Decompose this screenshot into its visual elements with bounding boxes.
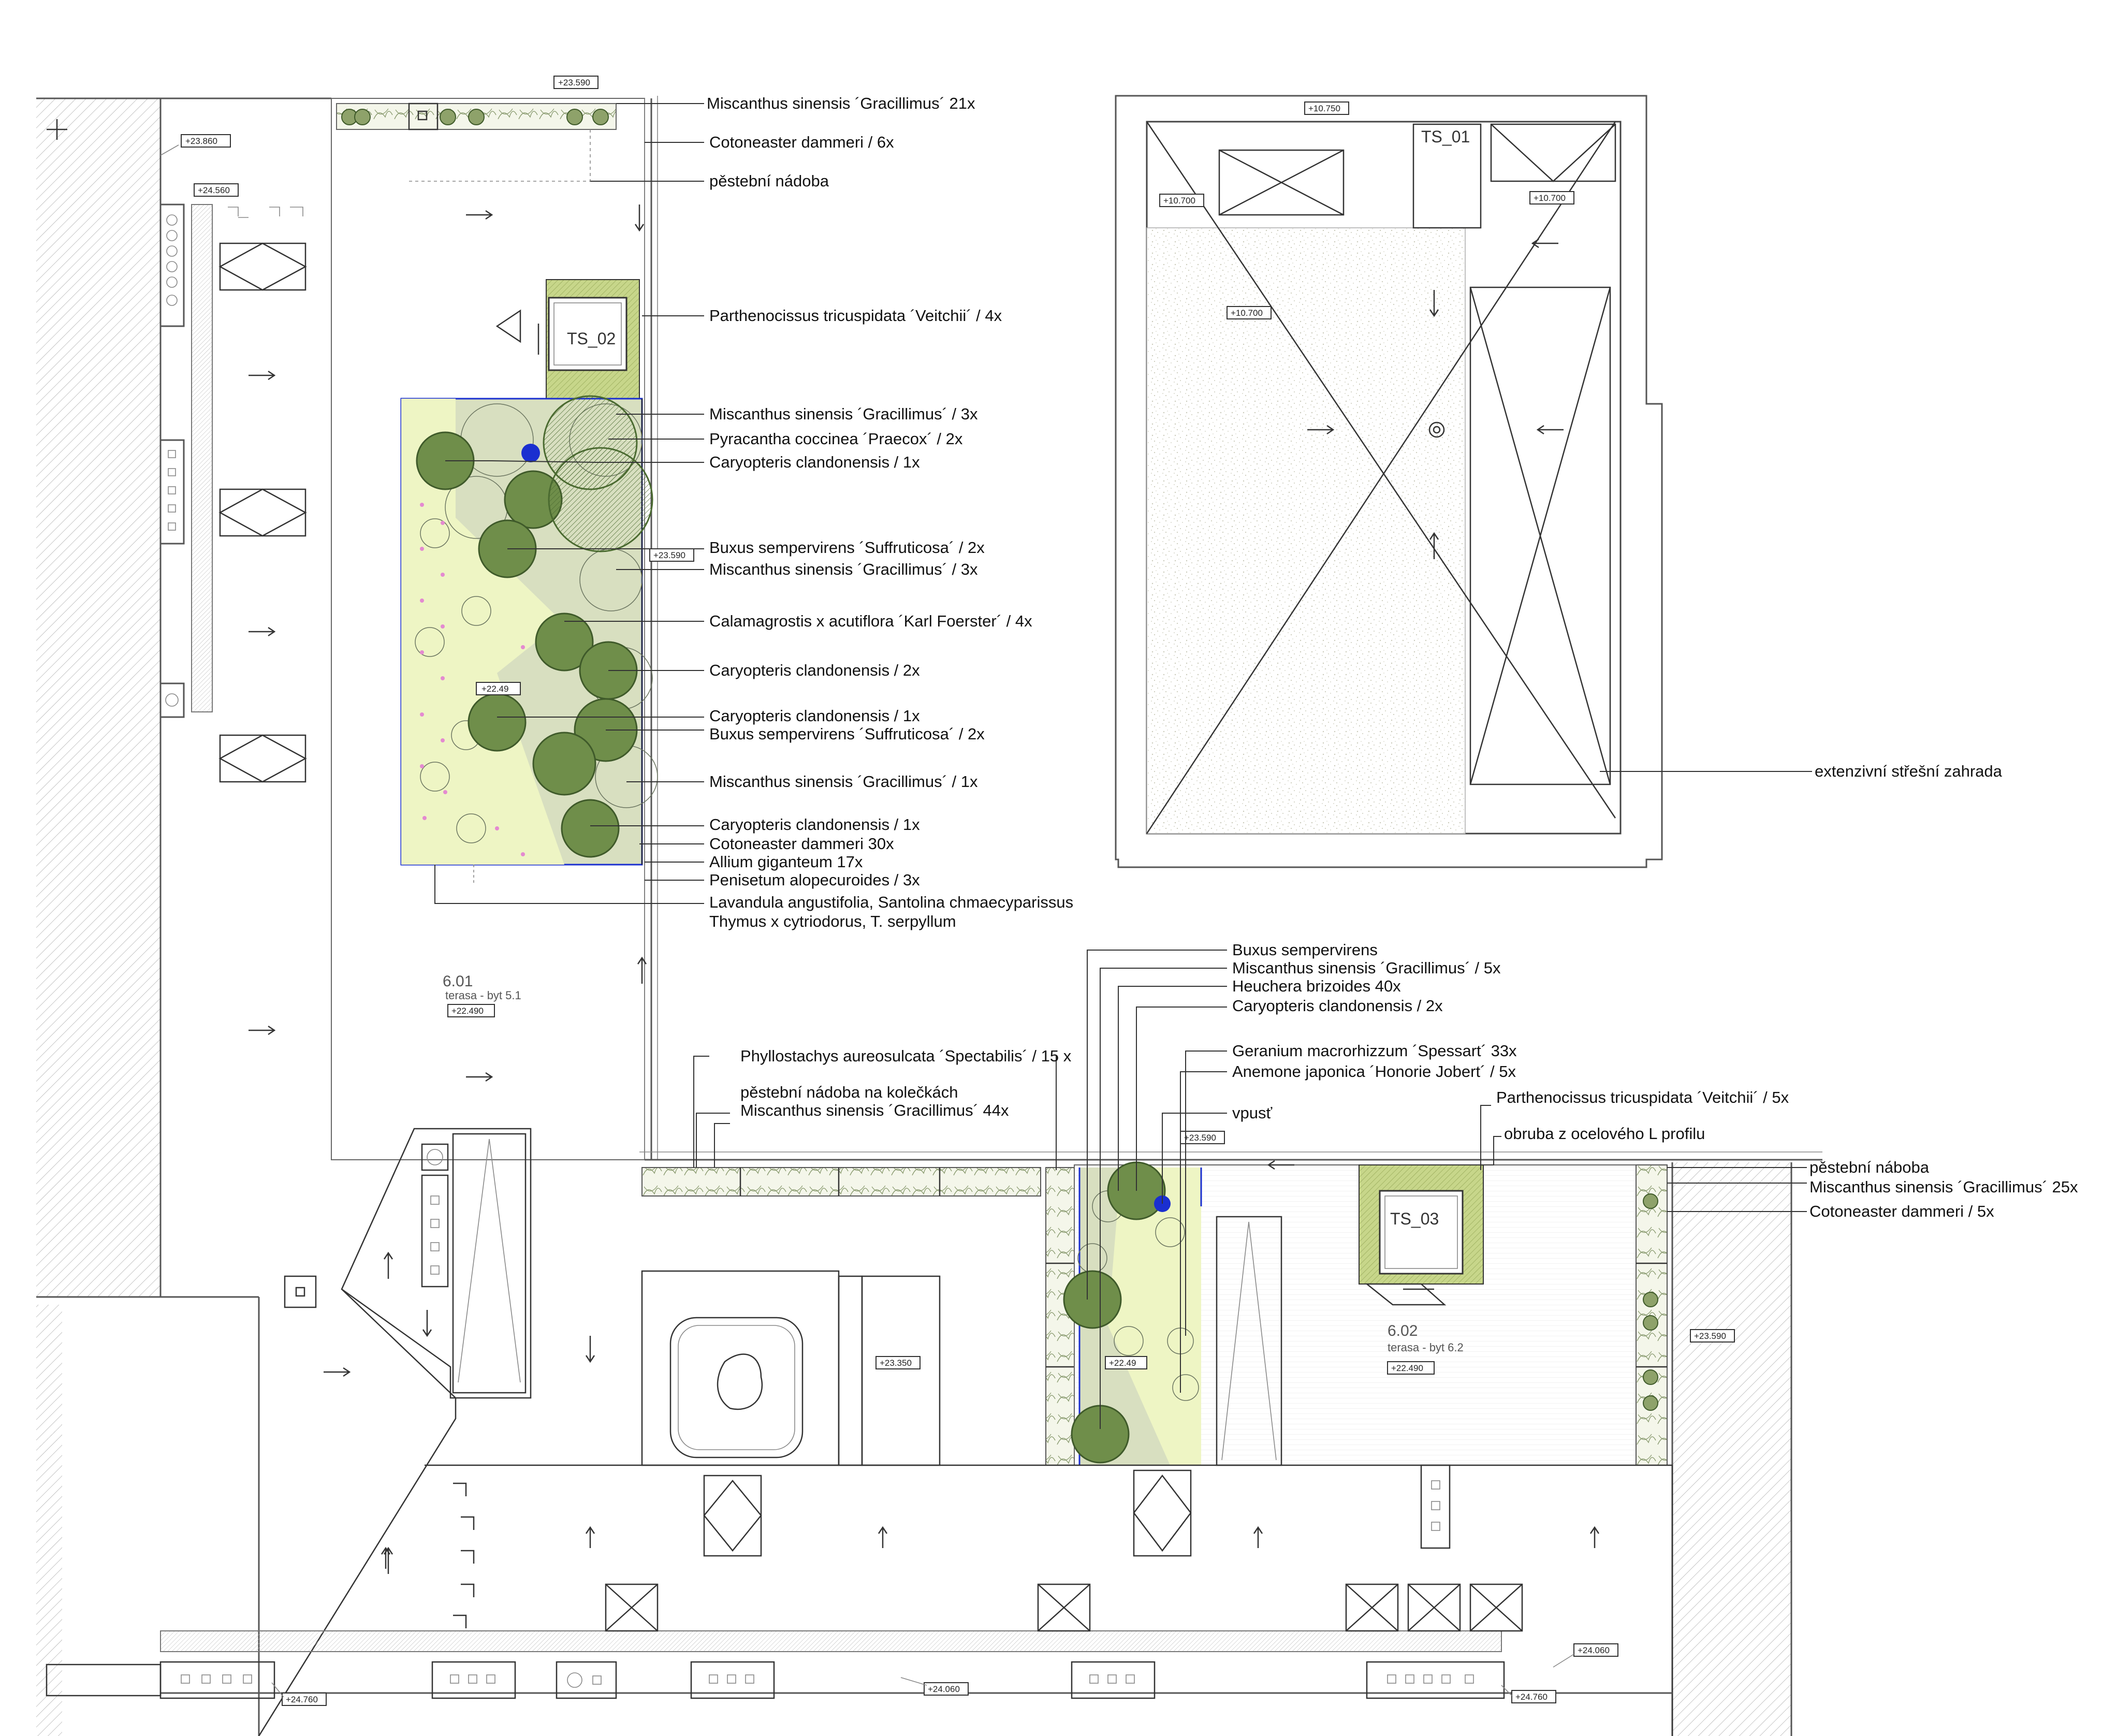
level-tag: +22.49 [1109, 1358, 1136, 1368]
plant-label: Phyllostachys aureosulcata ´Spectabilis´… [740, 1047, 1072, 1065]
level-tag: +10.700 [1163, 196, 1195, 206]
level-tag: +23.350 [880, 1358, 912, 1368]
plant-label: Miscanthus sinensis ´Gracillimus´ / 1x [709, 772, 978, 791]
plant-label: pěstební nádoba [709, 172, 829, 190]
plant-label: Anemone japonica ´Honorie Jobert´ / 5x [1232, 1062, 1516, 1081]
plant-label: Allium giganteum 17x [709, 853, 863, 871]
plant-labels: Miscanthus sinensis ´Gracillimus´ 21x Co… [707, 94, 2078, 1220]
room-602-number: 6.02 [1388, 1322, 1418, 1339]
level-tag: +23.590 [653, 550, 685, 560]
plant-label: Miscanthus sinensis ´Gracillimus´ 44x [740, 1101, 1009, 1119]
terrace-6-01: TS_02 [249, 96, 658, 1160]
plant-label: Cotoneaster dammeri / 5x [1809, 1202, 1994, 1220]
plant-label: Parthenocissus tricuspidata ´Veitchii´ /… [709, 307, 1002, 325]
level-tag: +23.590 [558, 78, 590, 87]
level-tag: +23.590 [1184, 1133, 1216, 1143]
lower-left-area [258, 1128, 941, 1736]
plant-label: vpusť [1232, 1104, 1272, 1122]
leader-lines [434, 103, 1812, 1429]
plant-label: Caryopteris clandonensis / 1x [709, 815, 920, 834]
plant-label: Miscanthus sinensis ´Gracillimus´ / 3x [709, 560, 978, 578]
bottom-roof [46, 1464, 1673, 1736]
plant-label: pěstební nádoba na kolečkách [740, 1083, 958, 1101]
level-tags: +23.590 +23.860 +24.560 +23.590 +22.49 +… [160, 76, 1735, 1706]
plant-label: extenzivní střešní zahrada [1815, 762, 2003, 780]
plant-label: pěstební náboba [1809, 1158, 1930, 1176]
level-tag: +24.060 [928, 1684, 960, 1694]
level-tag: +10.700 [1231, 308, 1263, 318]
level-tag: +22.49 [481, 684, 508, 694]
level-tag: +10.750 [1308, 104, 1340, 113]
plant-label: obruba z ocelového L profilu [1504, 1125, 1705, 1143]
room-602-name: terasa - byt 6.2 [1388, 1341, 1464, 1354]
level-tag: +22.490 [451, 1006, 484, 1016]
ts-01-label: TS_01 [1421, 127, 1470, 146]
plant-label: Calamagrostis x acutiflora ´Karl Foerste… [709, 612, 1032, 630]
plant-label: Heuchera brizoides 40x [1232, 977, 1401, 995]
plant-label: Pyracantha coccinea ´Praecox´ / 2x [709, 430, 963, 448]
plant-label: Caryopteris clandonensis / 2x [709, 661, 920, 679]
plant-label: Geranium macrorhizzum ´Spessart´ 33x [1232, 1042, 1517, 1060]
plant-label: Buxus sempervirens ´Suffruticosa´ / 2x [709, 538, 985, 557]
plant-label: Caryopteris clandonensis / 1x [709, 707, 920, 725]
plant-label: Penisetum alopecuroides / 3x [709, 871, 920, 889]
plant-label: Miscanthus sinensis ´Gracillimus´ 25x [1809, 1178, 2078, 1196]
plant-label: Cotoneaster dammeri / 6x [709, 133, 894, 151]
terrace-6-02: TS_03 6.02 terasa - byt 6.2 [1063, 1160, 1792, 1736]
left-wall [36, 97, 331, 1736]
level-tag: +22.490 [1391, 1363, 1423, 1373]
plant-label: Miscanthus sinensis ´Gracillimus´ / 3x [709, 405, 978, 423]
plant-label: Buxus sempervirens [1232, 941, 1378, 959]
room-601-number: 6.01 [443, 973, 473, 990]
level-tag: +24.760 [1515, 1692, 1548, 1702]
level-tag: +24.560 [198, 185, 230, 195]
level-tag: +24.760 [286, 1695, 318, 1704]
level-tag: +23.860 [185, 136, 217, 146]
left-roof-elements [159, 203, 317, 1308]
plant-label: Parthenocissus tricuspidata ´Veitchii´ /… [1496, 1088, 1789, 1106]
green-roof: TS_01 [1115, 95, 1663, 868]
shrubs-601: 6.01 terasa - byt 5.1 [415, 395, 658, 1002]
ts-02-label: TS_02 [567, 329, 616, 348]
plant-label: Lavandula angustifolia, Santolina chmaec… [709, 893, 1073, 911]
plant-label: Caryopteris clandonensis / 1x [709, 453, 920, 471]
level-tag: +24.060 [1578, 1645, 1610, 1655]
ts-03-label: TS_03 [1390, 1209, 1439, 1228]
plant-label: Miscanthus sinensis ´Gracillimus´ 21x [707, 94, 975, 112]
corridor-hedge [639, 1151, 1822, 1466]
plant-label: Thymus x cytriodorus, T. serpyllum [709, 912, 956, 930]
plant-label: Caryopteris clandonensis / 2x [1232, 997, 1443, 1015]
room-601-name: terasa - byt 5.1 [445, 989, 521, 1002]
plant-label: Cotoneaster dammeri 30x [709, 835, 894, 853]
plant-label: Buxus sempervirens ´Suffruticosa´ / 2x [709, 725, 985, 743]
plant-label: Miscanthus sinensis ´Gracillimus´ / 5x [1232, 959, 1501, 977]
level-tag: +23.590 [1694, 1331, 1726, 1341]
level-tag: +10.700 [1534, 193, 1566, 203]
